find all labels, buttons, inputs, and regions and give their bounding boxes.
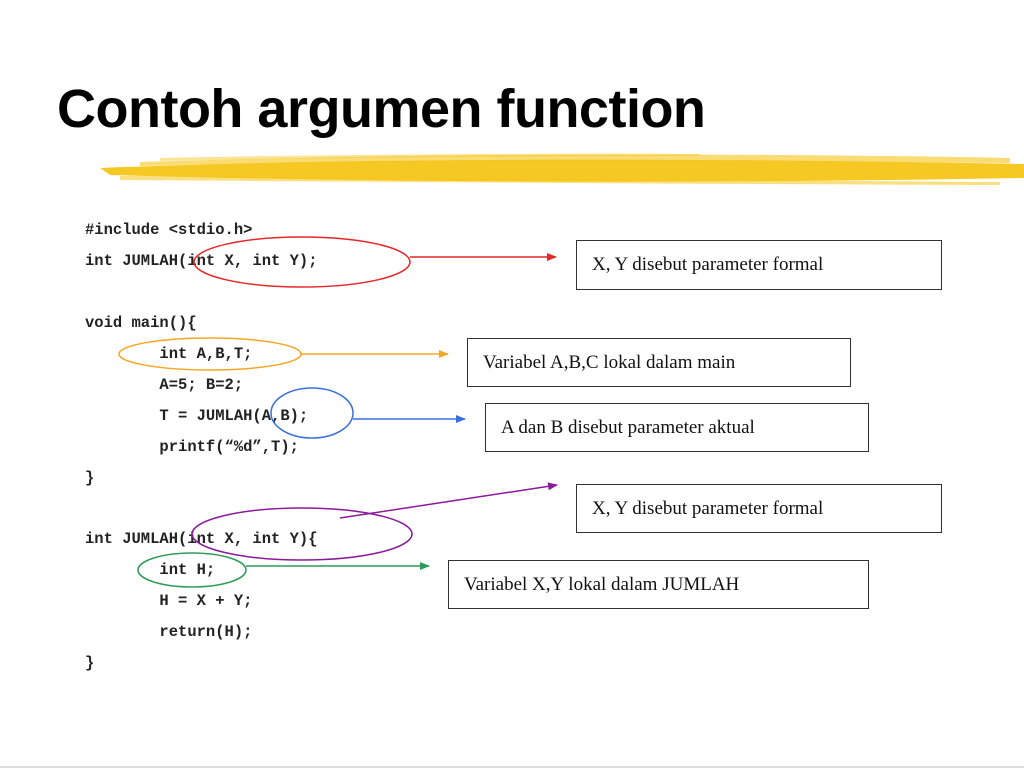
note-parameter-formal-prototype: X, Y disebut parameter formal [576,240,942,290]
code-line: int JUMLAH(int X, int Y); [85,252,318,270]
note-local-jumlah: Variabel X,Y lokal dalam JUMLAH [448,560,869,609]
code-line: T = JUMLAH(A,B); [85,407,309,425]
purple-arrow [339,482,558,519]
code-line: return(H); [85,623,253,641]
red-circle-marker [193,236,411,288]
code-line: int A,B,T; [85,345,253,363]
bottom-divider [0,766,1024,768]
code-line: printf(“%d”,T); [85,438,299,456]
note-parameter-formal-definition: X, Y disebut parameter formal [576,484,942,533]
code-line: void main(){ [85,314,197,332]
orange-circle-marker [118,337,302,371]
blue-circle-marker [270,387,354,439]
code-line: H = X + Y; [85,592,253,610]
note-parameter-aktual: A dan B disebut parameter aktual [485,403,869,452]
code-line: int H; [85,561,216,579]
code-line: #include <stdio.h> [85,221,253,239]
code-line: A=5; B=2; [85,376,244,394]
note-local-main: Variabel A,B,C lokal dalam main [467,338,851,387]
purple-circle-marker [191,507,413,561]
green-circle-marker [137,552,247,588]
slide-title: Contoh argumen function [57,79,706,139]
code-line: } [85,469,95,487]
title-highlighter-stroke [100,153,1024,185]
code-line: } [85,654,95,672]
